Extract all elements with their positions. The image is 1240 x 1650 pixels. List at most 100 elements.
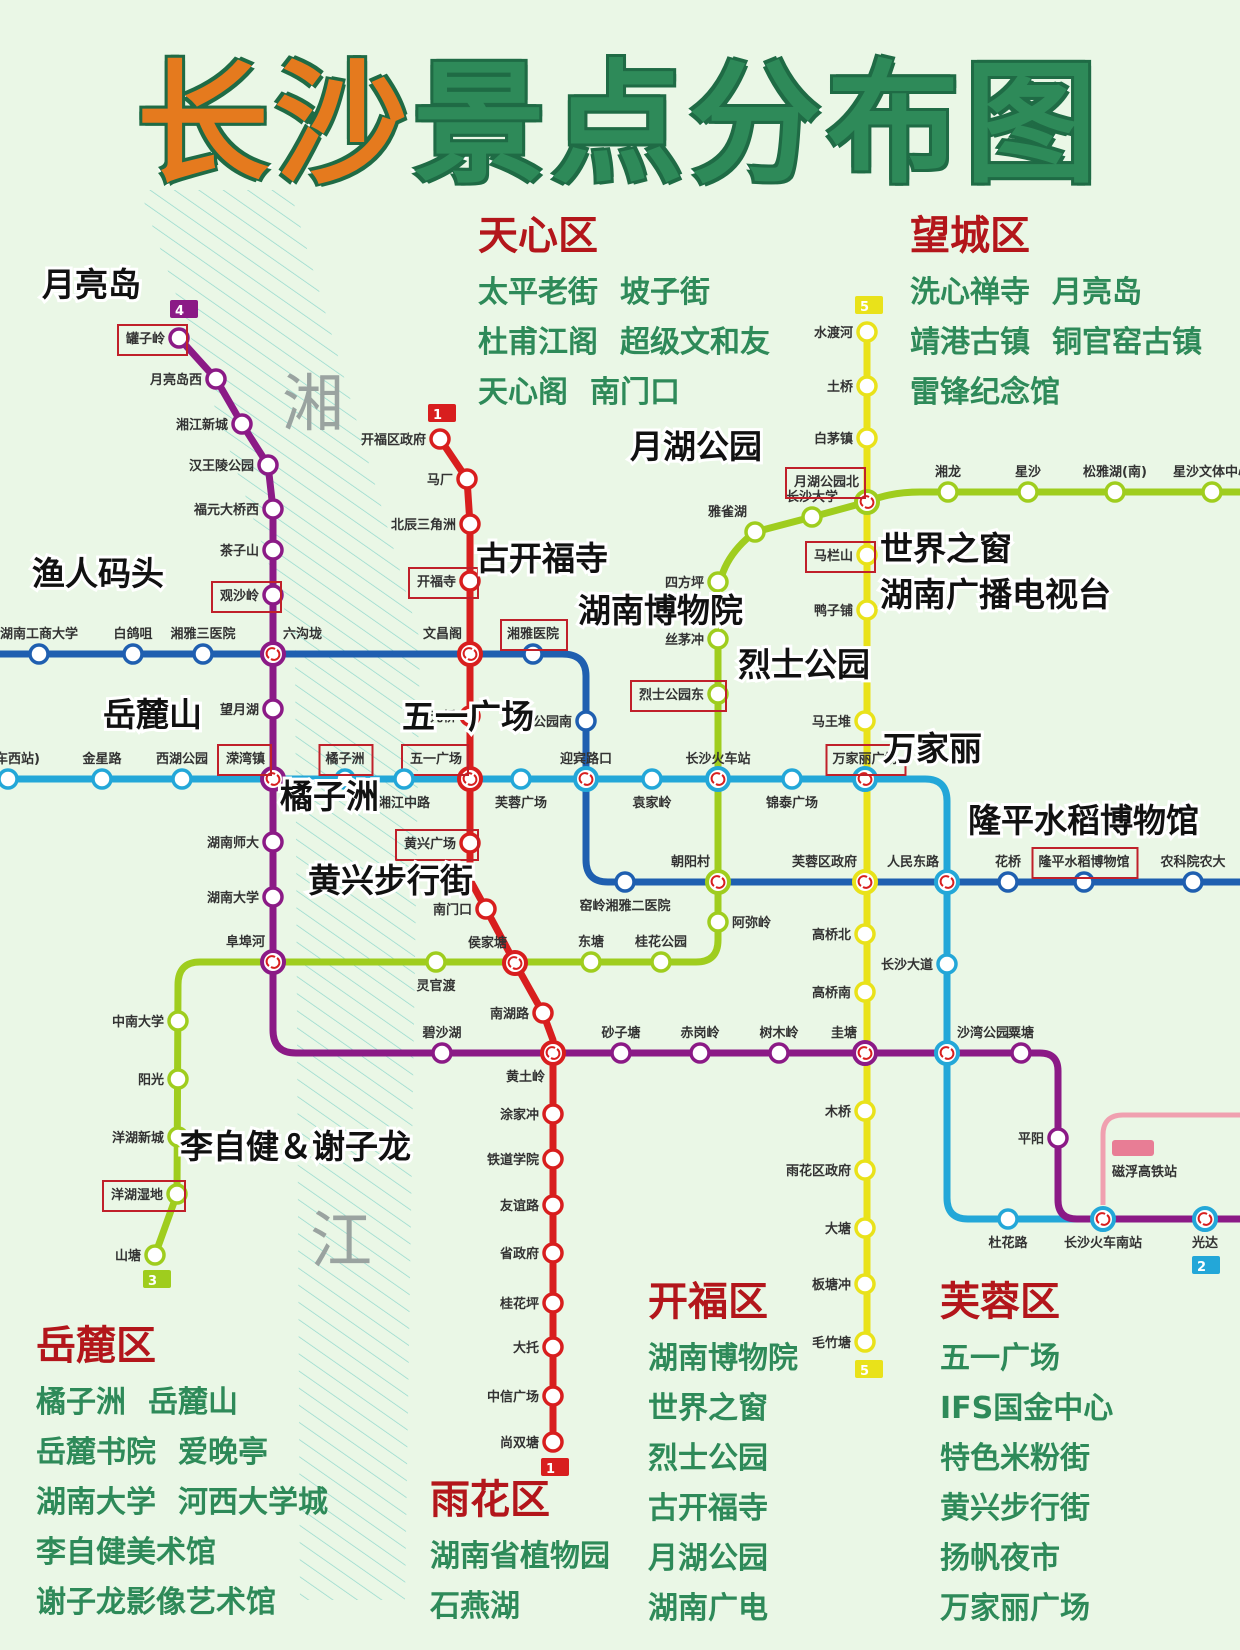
station-guanshaling: 观沙岭 [211, 581, 284, 613]
district-attraction: 石燕湖 [430, 1589, 520, 1624]
station-dot [144, 1244, 166, 1266]
station-label: (汽车西站) [0, 751, 40, 767]
station-machang: 马厂 [427, 468, 478, 490]
station-yuanjialing: 袁家岭 [631, 768, 672, 811]
station-yaquehu: 雅雀湖 [708, 504, 766, 543]
station-label: 文昌阁 [423, 626, 462, 642]
station-label: 湖南工商大学 [0, 626, 78, 642]
district-attraction: 谢子龙影像艺术馆 [36, 1585, 276, 1620]
district-row: 湖南广电 [648, 1584, 820, 1634]
line2-badge: 2 [1192, 1256, 1220, 1275]
station-dot [997, 1208, 1019, 1230]
interchange-icon [934, 869, 960, 895]
station-shengzhengfu: 省政府 [499, 1242, 564, 1264]
station-lieshigongyuandong: 烈士公园东 [630, 680, 729, 712]
station-shangshuangtang: 尚双塘 [500, 1431, 564, 1453]
station-dot [262, 886, 284, 908]
station-xiangyasanyuan: 湘雅三医院 [170, 626, 236, 665]
attraction-yuehugongyuan: 月湖公园 [630, 427, 762, 466]
transfer-arrows-icon [710, 875, 726, 889]
station-yanghushidi: 洋湖湿地 [102, 1180, 188, 1212]
station-dot [91, 768, 113, 790]
station-dot [231, 413, 253, 435]
district-row: 橘子洲岳麓山 [36, 1378, 350, 1428]
station-label: 湘江中路 [378, 795, 431, 811]
station-dot [1073, 871, 1095, 893]
station-dot [262, 539, 284, 561]
station-label: 芙蓉广场 [495, 795, 547, 811]
station-label: 阿弥岭 [732, 915, 771, 931]
station-dot [854, 981, 876, 1003]
station-dot [425, 951, 447, 973]
district-yuelu: 岳麓区橘子洲岳麓山岳麓书院爱晚亭湖南大学河西大学城李自健美术馆谢子龙影像艺术馆 [36, 1320, 350, 1628]
interchange-icon [852, 869, 878, 895]
district-row: 洗心禅寺月亮岛 [910, 268, 1224, 318]
station-dot [854, 923, 876, 945]
station-dot [610, 1042, 632, 1064]
station-label: 丝茅冲 [665, 632, 704, 648]
station-label: 洋湖新城 [112, 1130, 164, 1146]
district-row: 雷锋纪念馆 [910, 368, 1224, 418]
station-wanjialiguangchang: 万家丽广场 [825, 744, 907, 792]
station-dot [854, 1217, 876, 1239]
station-label: 中南大学 [112, 1014, 164, 1030]
district-attraction: 月亮岛 [1052, 275, 1142, 310]
station-label: 洋湖湿地 [111, 1187, 163, 1203]
station-yuhuaquzhengfu: 雨花区政府 [786, 1159, 876, 1181]
station-sutang: 粟塘 [1007, 1025, 1034, 1064]
district-row: 扬帆夜市 [940, 1534, 1135, 1584]
transfer-arrows-icon [710, 772, 726, 786]
station-dot [856, 427, 878, 449]
station-label: 省政府 [499, 1246, 539, 1262]
station-label: 土桥 [827, 379, 854, 395]
station-label: 雨花区政府 [786, 1163, 851, 1179]
highlight-box [785, 467, 866, 499]
station-label: 圭塘 [831, 1025, 857, 1041]
highlight-box [630, 680, 727, 712]
station-label: 溁湾镇 [226, 751, 265, 767]
station-yuehugongyuanbei: 月湖公园北 [785, 467, 880, 515]
station-muqiao: 木桥 [824, 1100, 876, 1122]
highlight-box [395, 829, 479, 861]
station-gaoqiaobei: 高桥北 [812, 923, 876, 945]
station-label: 板塘冲 [812, 1277, 851, 1293]
station-longpingshuidao: 隆平水稻博物馆 [1031, 847, 1139, 893]
attraction-juzizhou: 橘子洲 [280, 777, 379, 816]
highlight-box [102, 1180, 186, 1212]
station-label: 北辰三角洲 [391, 517, 456, 533]
attraction-hunanguangdian: 湖南广播电视台 [880, 575, 1111, 614]
station-dot [542, 1242, 564, 1264]
station-label: 粟塘 [1007, 1025, 1034, 1041]
station-guitang: 圭塘 [831, 1025, 878, 1066]
title-part1: 长沙 [135, 46, 413, 204]
station-dot [122, 643, 144, 665]
river-label-xiang: 湘 [282, 367, 344, 440]
station-sifangping: 四方坪 [665, 571, 729, 593]
station-bantangchong: 板塘冲 [812, 1273, 876, 1295]
attraction-longping: 隆平水稻博物馆 [968, 801, 1199, 840]
station-dot [192, 643, 214, 665]
station-dot [459, 705, 481, 727]
station-label: 阜埠河 [226, 934, 265, 950]
station-label: 沙湾公园 [957, 1025, 1009, 1041]
station-yingbinlukou: 迎宾路口 [560, 751, 612, 792]
interchange-icon [1090, 1206, 1116, 1232]
station-label: 橘子洲 [324, 751, 364, 767]
station-label: 毛竹塘 [812, 1335, 851, 1351]
station-label: 东塘 [578, 934, 604, 950]
station-renmindonglu: 人民东路 [887, 854, 960, 895]
attraction-yurenmatou: 渔人码头 [32, 554, 164, 593]
station-dot [262, 498, 284, 520]
station-datang: 大塘 [825, 1217, 876, 1239]
station-xiangjiangzhonglu: 湘江中路 [378, 768, 431, 811]
station-dot [856, 321, 878, 343]
district-wangcheng: 望城区洗心禅寺月亮岛靖港古镇铜官窑古镇雷锋纪念馆 [910, 210, 1224, 418]
district-heading: 雨花区 [430, 1477, 550, 1523]
district-row: 古开福寺 [648, 1484, 820, 1534]
station-dot [689, 1042, 711, 1064]
station-qichexizhan: (汽车西站) [0, 751, 40, 790]
station-label: 平阳 [1018, 1132, 1044, 1147]
station-dot [532, 1002, 554, 1024]
station-dot [575, 710, 597, 732]
station-yazipu: 鸭子铺 [814, 599, 878, 621]
